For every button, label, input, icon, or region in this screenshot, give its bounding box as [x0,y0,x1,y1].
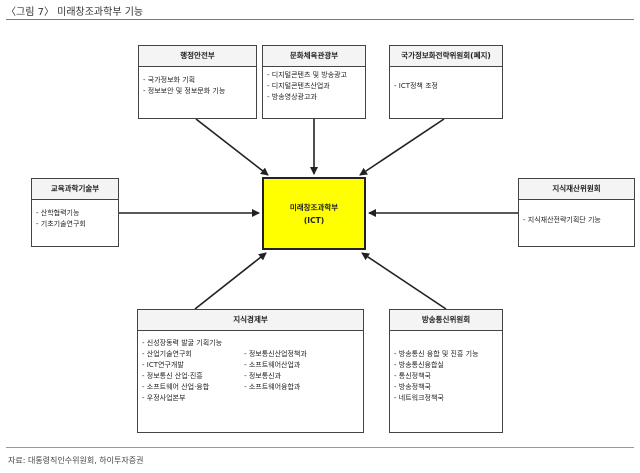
box-bangsong-title: 방송통신위원회 [390,310,502,331]
arrow-haengan-to-center [195,118,269,176]
box-gyoyuk: 교육과학기술부 - 산학협력기능 - 기초기술연구회 [31,178,119,247]
list-item: - 우정사업본부 [142,394,186,402]
list-item: - 디지털콘텐츠산업과 [267,82,330,90]
figure-title: 〈그림 7〉 미래창조과학부 기능 [6,7,144,18]
list-item: - ICT정책 조정 [394,82,438,90]
box-jisik-jaesan: 지식재산위원회 - 지식재산전략기획단 기능 [518,178,635,247]
box-jisik-gyeongje-list-left: - 신성장동력 발굴 기획기능 - 산업기술연구회 - ICT연구개발 - 정보… [138,338,226,404]
list-item: - 방송통신 융합 및 진흥 기능 [394,350,479,358]
list-item: - 산업기술연구회 [142,350,192,358]
list-item: - 정보통신산업정책과 [244,350,307,358]
box-bangsong: 방송통신위원회 - 방송통신 융합 및 진흥 기능 - 방송통신융합실 - 통신… [389,309,503,433]
box-gukga-list: - ICT정책 조정 [390,81,502,92]
list-item: - ICT연구개발 [142,361,184,369]
list-item: - 디지털콘텐츠 및 방송광고 [267,71,348,79]
box-jisik-gyeongje: 지식경제부 - 신성장동력 발굴 기획기능 - 산업기술연구회 - ICT연구개… [137,309,364,433]
center-ministry: 미래창조과학부 (ICT) [262,177,366,250]
box-haengan-list: - 국가정보화 기획 - 정보보안 및 정보문화 기능 [139,75,256,97]
list-item: - 방송영상광고과 [267,93,317,101]
title-divider [6,19,634,20]
box-jisik-jaesan-list: - 지식재산전략기획단 기능 [519,215,634,226]
box-gyoyuk-list: - 산학협력기능 - 기초기술연구회 [32,208,118,230]
list-item: - 통신정책국 [394,372,431,380]
box-gyoyuk-title: 교육과학기술부 [32,179,118,200]
list-item: - 소프트웨어 산업·융합 [142,383,210,391]
box-munhwa-list: - 디지털콘텐츠 및 방송광고 - 디지털콘텐츠산업과 - 방송영상광고과 [263,70,365,103]
center-subtitle: (ICT) [303,215,325,225]
box-munhwa: 문화체육관광부 - 디지털콘텐츠 및 방송광고 - 디지털콘텐츠산업과 - 방송… [262,45,366,119]
box-bangsong-list: - 방송통신 융합 및 진흥 기능 - 방송통신융합실 - 통신정책국 - 방송… [390,349,502,404]
box-jisik-jaesan-title: 지식재산위원회 [519,179,634,200]
list-item: - 네트워크정책국 [394,394,444,402]
list-item: - 소프트웨어융합과 [244,383,301,391]
arrow-gukga-to-center [359,118,445,176]
list-item: - 소프트웨어산업과 [244,361,301,369]
center-title: 미래창조과학부 [289,202,339,212]
list-item: - 지식재산전략기획단 기능 [523,216,601,224]
list-item: - 국가정보화 기획 [143,76,196,84]
list-item: - 정보통신 산업·진흥 [142,372,203,380]
list-item: - 방송정책국 [394,383,431,391]
box-munhwa-title: 문화체육관광부 [263,46,365,67]
box-haengan: 행정안전부 - 국가정보화 기획 - 정보보안 및 정보문화 기능 [138,45,257,119]
list-item: - 산학협력기능 [36,209,80,217]
list-item: - 신성장동력 발굴 기획기능 [142,339,223,347]
source-note: 자료: 대통령직인수위원회, 하이투자증권 [8,456,144,465]
list-item: - 정보통신과 [244,372,282,380]
box-jisik-gyeongje-list-right: - 정보통신산업정책과 - 소프트웨어산업과 - 정보통신과 - 소프트웨어융합… [240,338,311,404]
footer-divider [6,447,634,448]
list-item: - 방송통신융합실 [394,361,444,369]
box-jisik-gyeongje-title: 지식경제부 [138,310,363,331]
box-gukga-title: 국가정보화전략위원회(폐지) [390,46,502,67]
list-item: - 기초기술연구회 [36,220,86,228]
arrow-bangsong-to-center [361,252,447,310]
arrow-jisik-gyeongje-to-center [194,252,267,310]
box-haengan-title: 행정안전부 [139,46,256,67]
box-gukga: 국가정보화전략위원회(폐지) - ICT정책 조정 [389,45,503,119]
list-item: - 정보보안 및 정보문화 기능 [143,87,226,95]
